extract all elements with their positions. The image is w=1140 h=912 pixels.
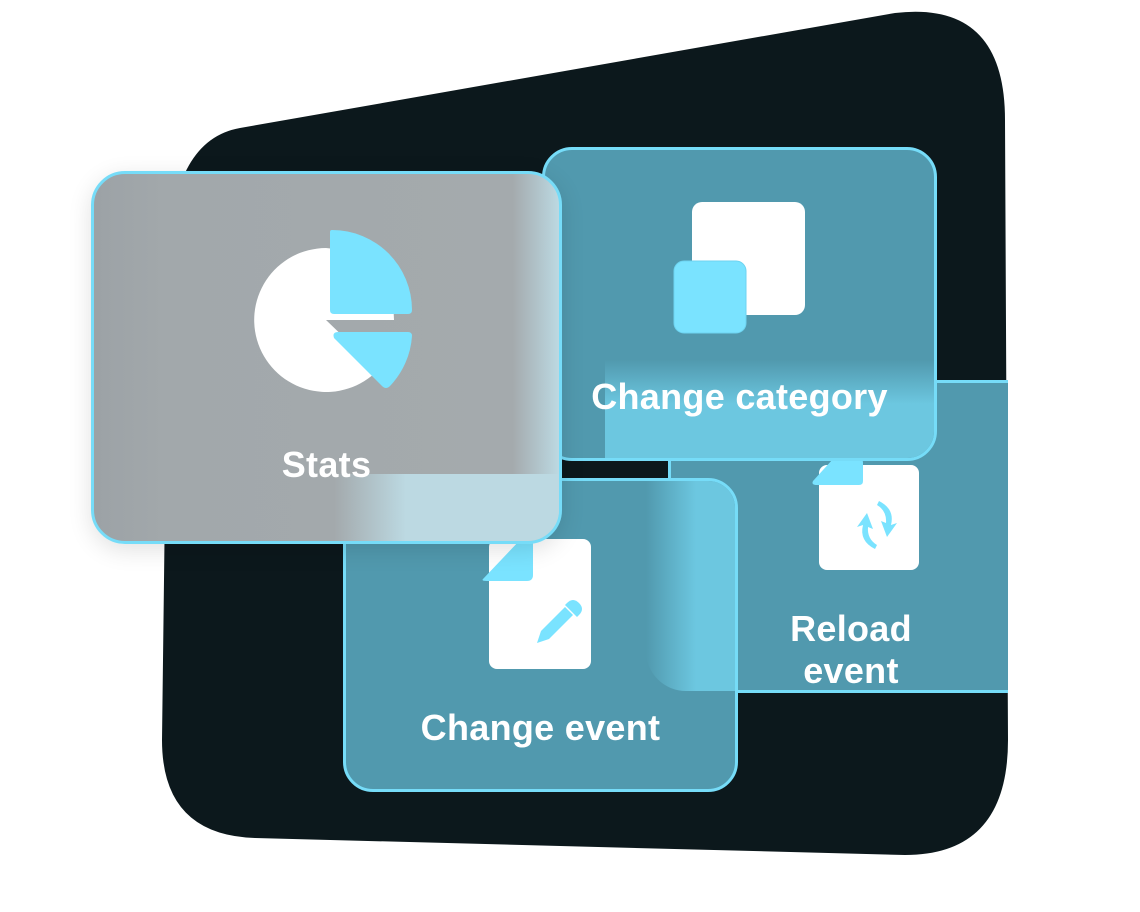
reload-event-label: Reload event	[790, 608, 912, 691]
overlapping-squares-icon	[673, 202, 805, 334]
glass-glow	[605, 360, 934, 458]
change-category-label: Change category	[591, 376, 888, 417]
glass-glow	[334, 474, 559, 541]
document-reload-icon	[812, 459, 919, 570]
stats-label: Stats	[281, 444, 372, 485]
glass-glow	[646, 481, 735, 691]
change-event-label: Change event	[420, 707, 661, 748]
pie-chart-icon	[254, 230, 412, 392]
change-category-card[interactable]: Change category	[542, 147, 937, 461]
stats-card[interactable]: Stats	[91, 171, 562, 544]
document-edit-icon	[482, 539, 591, 669]
